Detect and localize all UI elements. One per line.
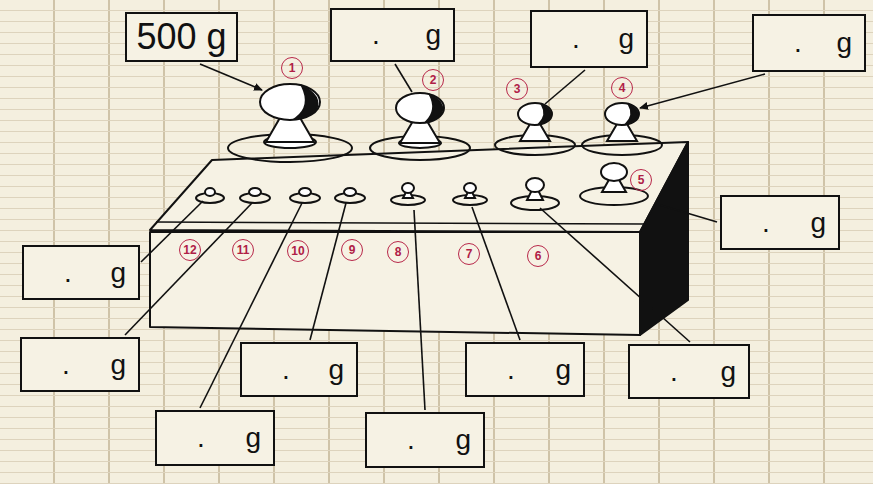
answer-box: .g (720, 195, 840, 250)
mass-label: 500 g (136, 19, 226, 55)
blank-text: g (425, 21, 441, 49)
blank-text: . (572, 25, 580, 53)
answer-box: .g (752, 14, 866, 72)
blank-text: . (64, 259, 72, 287)
answer-box: .g (22, 245, 140, 300)
blank-text: g (810, 209, 826, 237)
blank-text: g (110, 351, 126, 379)
callout-text: 5 (638, 174, 645, 186)
callout-text: 7 (466, 248, 473, 260)
callout-text: 12 (183, 244, 196, 256)
callout-number: 9 (341, 239, 363, 261)
callout-number: 4 (611, 77, 633, 99)
answer-box: .g (330, 8, 455, 62)
leader-lines (125, 64, 765, 410)
blank-text: . (62, 351, 70, 379)
callout-number: 10 (287, 240, 309, 262)
callout-number: 6 (527, 245, 549, 267)
answer-box: .g (365, 412, 485, 468)
answer-box: .g (20, 337, 140, 392)
callout-number: 5 (630, 169, 652, 191)
answer-box: 500 g (125, 12, 238, 62)
blank-text: . (762, 209, 770, 237)
callout-text: 2 (430, 74, 437, 86)
callout-text: 11 (237, 244, 250, 256)
case-side (640, 142, 688, 335)
callout-number: 2 (422, 69, 444, 91)
blank-text: g (455, 426, 471, 454)
callout-number: 11 (232, 239, 254, 261)
case-groove (156, 222, 644, 224)
case-top (150, 142, 688, 232)
callout-number: 3 (506, 78, 528, 100)
blank-text: g (720, 358, 736, 386)
callout-text: 4 (619, 82, 626, 94)
blank-text: g (555, 356, 571, 384)
callout-text: 1 (289, 62, 296, 74)
blank-text: g (245, 424, 261, 452)
blank-text: . (507, 356, 515, 384)
answer-box: .g (465, 342, 585, 397)
weights (196, 84, 662, 210)
blank-text: g (110, 259, 126, 287)
callout-text: 10 (291, 245, 304, 257)
callout-number: 1 (281, 57, 303, 79)
callout-number: 7 (458, 243, 480, 265)
blank-text: g (836, 29, 852, 57)
answer-box: .g (530, 10, 648, 68)
answer-box: .g (155, 410, 275, 466)
callout-text: 3 (514, 83, 521, 95)
blank-text: . (197, 424, 205, 452)
blank-text: g (328, 356, 344, 384)
callout-number: 12 (179, 239, 201, 261)
answer-box: .g (628, 344, 750, 399)
blank-text: . (372, 21, 380, 49)
answer-box: .g (240, 342, 358, 397)
callout-text: 6 (535, 250, 542, 262)
blank-text: . (670, 358, 678, 386)
blank-text: . (794, 29, 802, 57)
callout-text: 9 (349, 244, 356, 256)
callout-number: 8 (387, 241, 409, 263)
blank-text: g (618, 25, 634, 53)
callout-text: 8 (395, 246, 402, 258)
blank-text: . (407, 426, 415, 454)
case-front (150, 232, 640, 335)
blank-text: . (282, 356, 290, 384)
